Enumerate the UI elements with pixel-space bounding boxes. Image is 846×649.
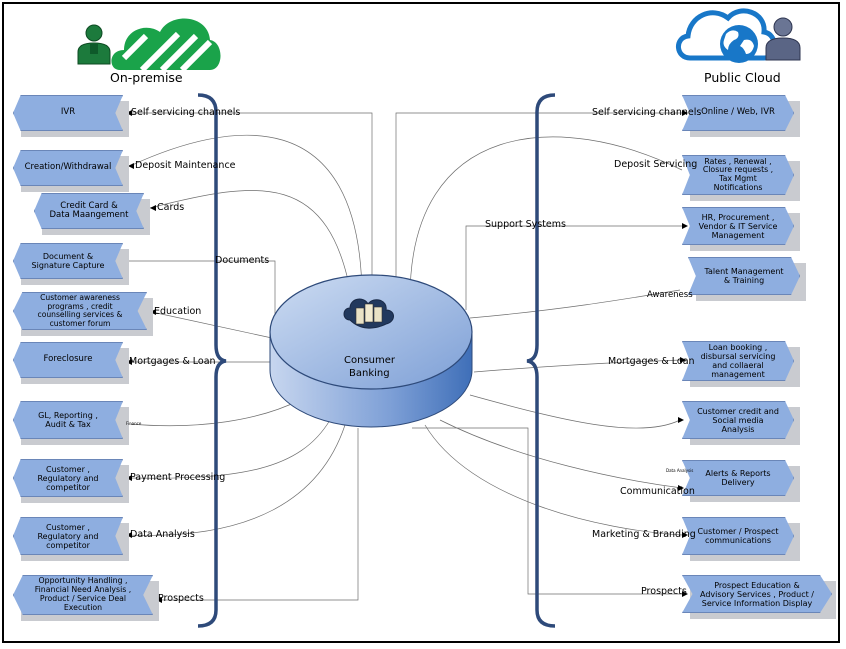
- left-box-creation-withdrawal: Creation/Withdrawal: [13, 150, 129, 192]
- right-label-deposit-servicing: Deposit Servicing: [614, 159, 698, 170]
- left-box-text: IVR: [60, 107, 76, 118]
- person-blue-icon: [765, 17, 801, 61]
- left-box-text: Customer , Regulatory and competitor: [37, 522, 99, 550]
- left-label-documents: Documents: [215, 255, 270, 266]
- right-connectors: [395, 112, 683, 595]
- left-label-deposit-maintenance: Deposit Maintenance: [135, 160, 236, 171]
- left-label-self-servicing: Self servicing channels: [131, 107, 241, 118]
- left-label-finance: Finance: [126, 421, 142, 426]
- right-box-text: Prospect Education & Advisory Services ,…: [700, 580, 814, 608]
- right-label-data-analysis: Data Analysis: [666, 468, 694, 473]
- consumer-banking-cylinder: [269, 274, 473, 428]
- right-box-hr-procurement: HR, Procurement , Vendor & IT Service Ma…: [682, 207, 800, 251]
- right-label-support-systems: Support Systems: [485, 219, 566, 230]
- left-box-credit-card: Credit Card & Data Maangement: [34, 193, 150, 235]
- left-label-mortgages-loan: Mortgages & Loan: [129, 356, 216, 367]
- right-box-text: Rates , Renewal , Closure requests , Tax…: [702, 156, 774, 192]
- right-box-text: Talent Management & Training: [704, 267, 784, 285]
- cloud-green-icon: [111, 18, 221, 73]
- arrowheads: [122, 110, 688, 603]
- right-box-alerts-reports: Alerts & Reports Delivery: [682, 460, 800, 502]
- right-label-marketing-branding: Marketing & Branding: [592, 529, 696, 540]
- left-box-customer-regulatory-1: Customer , Regulatory and competitor: [13, 459, 129, 503]
- left-box-text: Customer awareness programs , credit cou…: [37, 293, 123, 328]
- diagram-frame: [2, 2, 840, 643]
- left-label-education: Education: [154, 306, 202, 317]
- public-cloud-title: Public Cloud: [704, 70, 781, 85]
- right-box-rates-renewal: Rates , Renewal , Closure requests , Tax…: [682, 155, 800, 201]
- right-box-text: Customer / Prospect communications: [697, 527, 779, 545]
- left-box-text: Customer , Regulatory and competitor: [37, 464, 99, 492]
- right-box-text: Online / Web, IVR: [701, 107, 775, 118]
- left-box-text: Foreclosure: [43, 354, 93, 365]
- right-label-communication: Communication: [620, 486, 695, 497]
- left-label-payment-processing: Payment Processing: [130, 472, 226, 483]
- on-premise-title: On-premise: [110, 70, 183, 85]
- left-box-foreclosure: Foreclosure: [13, 342, 129, 384]
- left-box-ivr: IVR: [13, 95, 129, 137]
- right-label-awareness: Awareness: [647, 290, 693, 300]
- left-box-text: GL, Reporting , Audit & Tax: [38, 411, 98, 429]
- left-box-customer-regulatory-2: Customer , Regulatory and competitor: [13, 517, 129, 561]
- right-box-customer-prospect: Customer / Prospect communications: [682, 517, 800, 561]
- consumer-banking-line2: Banking: [349, 368, 390, 379]
- left-connectors: [127, 112, 373, 601]
- left-box-text: Credit Card & Data Maangement: [49, 200, 129, 220]
- right-box-loan-booking: Loan booking , disbursal servicing and c…: [682, 341, 800, 387]
- left-bracket: [197, 93, 227, 628]
- right-box-talent-management: Talent Management & Training: [688, 257, 806, 301]
- left-box-text: Document & Signature Capture: [31, 252, 105, 270]
- right-bracket: [526, 93, 556, 628]
- left-label-data-analysis: Data Analysis: [130, 529, 195, 540]
- right-box-customer-credit: Customer credit and Social media Analysi…: [682, 401, 800, 445]
- left-box-gl-reporting: GL, Reporting , Audit & Tax: [13, 401, 129, 445]
- server-cloud-icon: [343, 298, 394, 329]
- right-label-prospects: Prospects: [641, 586, 687, 597]
- right-box-text: Customer credit and Social media Analysi…: [697, 406, 779, 434]
- left-box-opportunity-handling: Opportunity Handling , Financial Need An…: [13, 575, 159, 621]
- left-box-customer-awareness: Customer awareness programs , credit cou…: [13, 292, 153, 336]
- right-box-text: Alerts & Reports Delivery: [705, 469, 771, 487]
- right-box-prospect-education: Prospect Education & Advisory Services ,…: [682, 575, 836, 619]
- consumer-banking-line1: Consumer: [344, 355, 395, 366]
- cloud-globe-icon: [676, 8, 777, 63]
- left-box-text: Creation/Withdrawal: [24, 162, 112, 173]
- left-box-text: Opportunity Handling , Financial Need An…: [34, 576, 132, 612]
- left-label-cards: Cards: [157, 202, 185, 213]
- right-box-text: HR, Procurement , Vendor & IT Service Ma…: [698, 212, 778, 240]
- right-label-self-servicing: Self servicing channels: [592, 107, 702, 118]
- person-green-icon: [77, 24, 111, 65]
- right-box-online-web: Online / Web, IVR: [682, 95, 800, 137]
- left-label-prospects: Prospects: [158, 593, 204, 604]
- left-box-document-capture: Document & Signature Capture: [13, 243, 129, 285]
- right-label-mortgages-loan: Mortgages & Loan: [608, 356, 695, 367]
- right-box-text: Loan booking , disbursal servicing and c…: [700, 343, 776, 379]
